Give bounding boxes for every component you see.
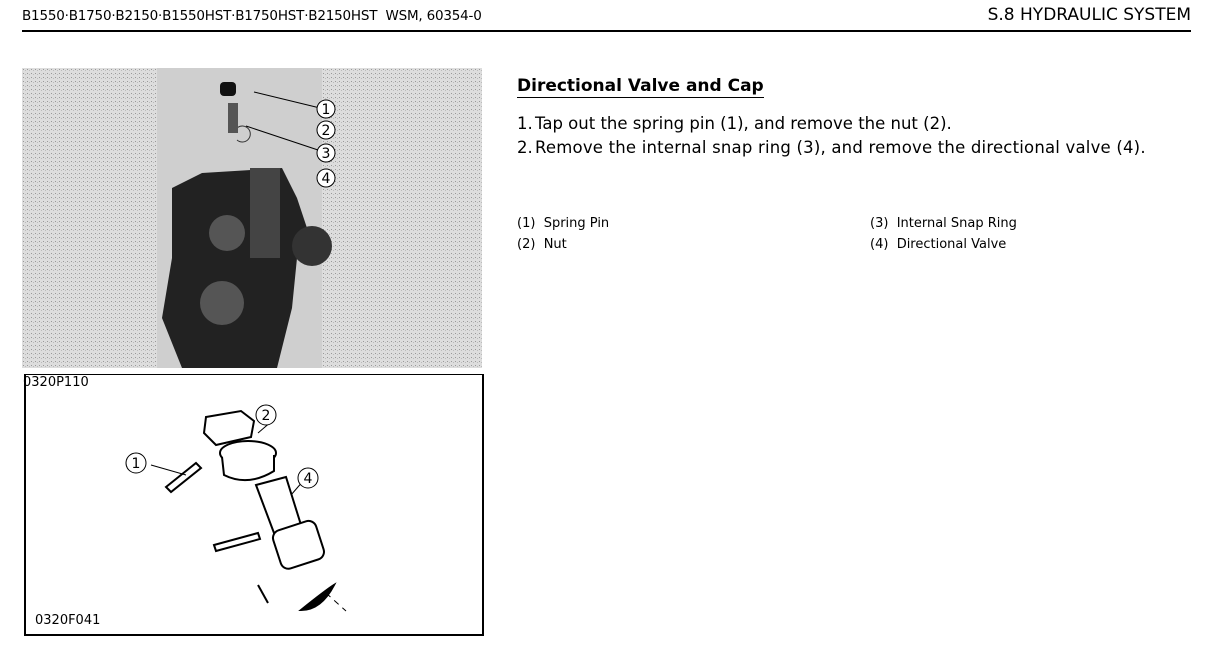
step-number: 2.: [517, 137, 533, 157]
step-2: 2.Remove the internal snap ring (3), and…: [517, 136, 1182, 160]
drawing-label: 0320F041: [35, 613, 101, 628]
callout-2: 2: [322, 123, 331, 139]
section-title: Directional Valve and Cap: [517, 76, 764, 98]
header-models: B1550·B1750·B2150·B1550HST·B1750HST·B215…: [22, 8, 482, 24]
legend-label: Directional Valve: [896, 237, 1007, 252]
legend-label: Nut: [543, 237, 567, 252]
step-1: 1.Tap out the spring pin (1), and remove…: [517, 112, 1182, 136]
drawing-callout-2: 2: [262, 408, 271, 424]
callout-4: 4: [322, 171, 331, 187]
step-text: Tap out the spring pin (1), and remove t…: [535, 114, 952, 133]
drawing-callout-4: 4: [304, 471, 313, 487]
legend-num: (1): [517, 216, 536, 231]
photo-label: 0320P110: [23, 375, 89, 390]
legend-item: (2) Nut: [517, 234, 567, 255]
step-number: 1.: [517, 114, 533, 133]
header-section: S.8 HYDRAULIC SYSTEM: [987, 5, 1191, 25]
legend-num: (2): [517, 237, 536, 252]
step-text: Remove the internal snap ring (3), and r…: [535, 137, 1146, 157]
legend-num: (3): [870, 216, 889, 231]
callout-1: 1: [322, 102, 331, 118]
callout-3: 3: [322, 146, 331, 162]
procedure-steps: 1.Tap out the spring pin (1), and remove…: [517, 112, 1182, 159]
legend-num: (4): [870, 237, 889, 252]
exploded-drawing: 1 2 4 0320F041: [24, 374, 484, 636]
legend-item: (3) Internal Snap Ring: [870, 213, 1017, 234]
legend-label: Spring Pin: [543, 216, 610, 231]
legend-item: (1) Spring Pin: [517, 213, 609, 234]
legend-label: Internal Snap Ring: [896, 216, 1017, 231]
valve-photo: 1 2 3 4: [22, 68, 482, 368]
drawing-callout-1: 1: [132, 456, 141, 472]
legend-item: (4) Directional Valve: [870, 234, 1006, 255]
header-rule: [22, 30, 1191, 32]
